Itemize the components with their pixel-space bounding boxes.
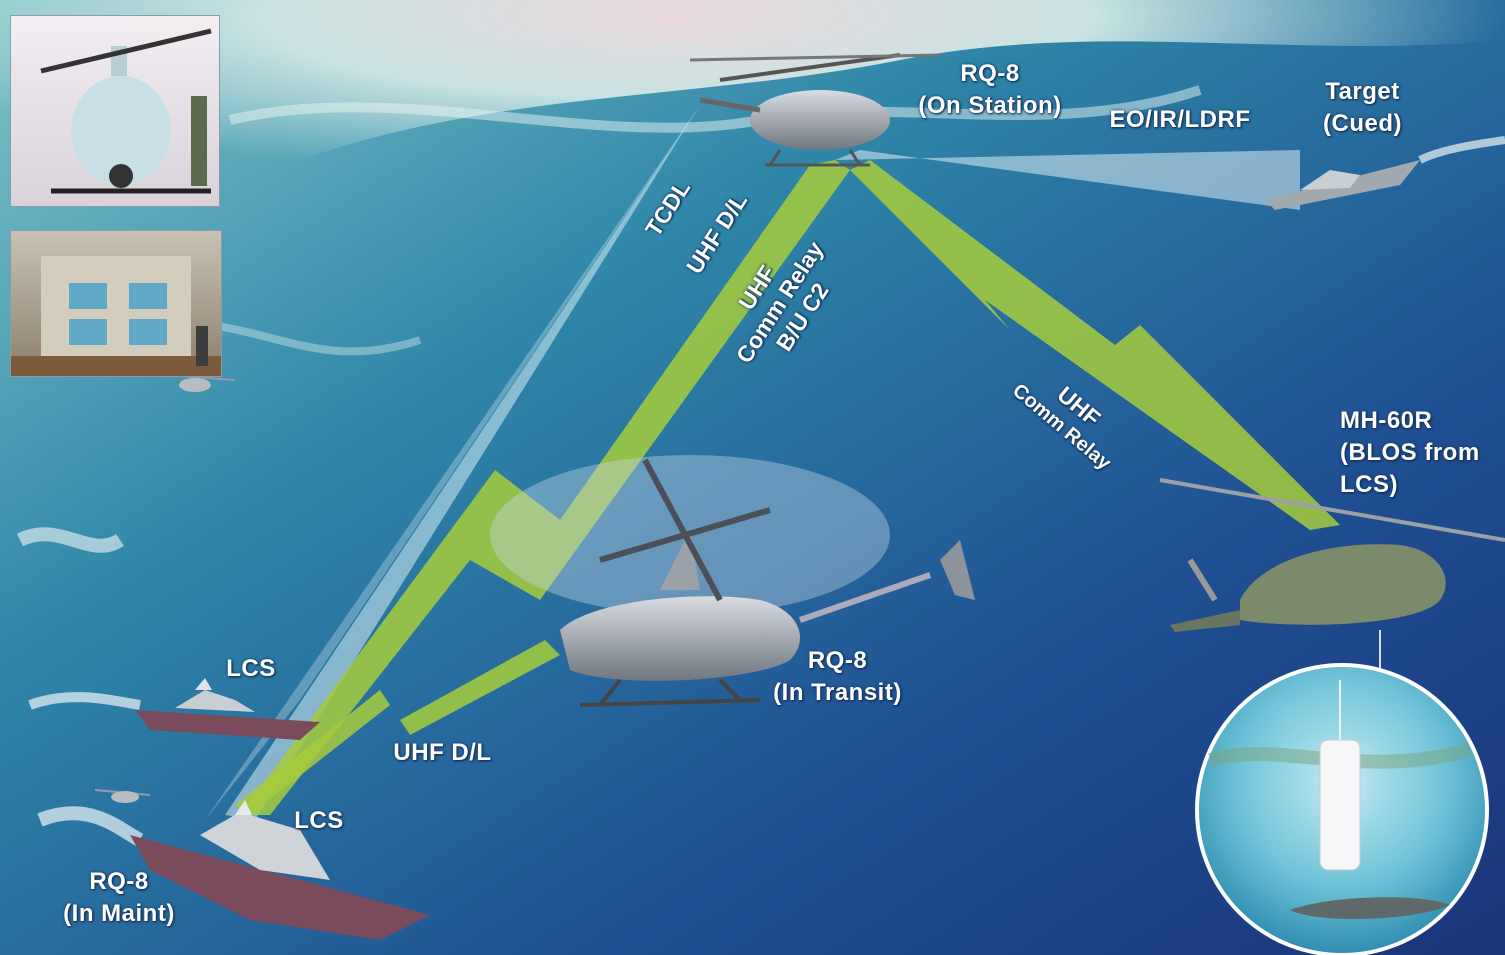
submarine-icon — [1290, 897, 1450, 920]
mh60r-label: MH-60R (BLOS from LCS) — [1340, 405, 1500, 501]
rq8-in-maint-line2: (In Maint) — [63, 900, 175, 927]
target-ship-icon — [1265, 136, 1505, 210]
mh60r-helicopter-icon — [1159, 478, 1505, 720]
rq8-in-transit-line2: (In Transit) — [773, 679, 902, 706]
lcs-upper-ship-icon — [28, 678, 320, 740]
mh60r-line2: (BLOS from — [1340, 439, 1480, 466]
lcs-upper-label: LCS — [226, 655, 276, 682]
mh60r-line1: MH-60R — [1340, 407, 1433, 434]
uhf-dl-lower-label: UHF D/L — [393, 739, 492, 766]
inset-helicopter-photo — [10, 15, 220, 207]
rq8-on-station-label: RQ-8 (On Station) — [905, 58, 1075, 122]
sonobuoy-bubble — [1195, 663, 1489, 955]
rq8-on-station-line2: (On Station) — [918, 92, 1062, 119]
eo-ir-beam — [835, 150, 1300, 210]
uhf-comm-relay-link — [850, 160, 1340, 530]
rq8-in-maint-line1: RQ-8 — [89, 868, 149, 895]
small-helicopter-icon — [94, 789, 151, 803]
rq8-in-transit-line1: RQ-8 — [807, 647, 868, 674]
rq8-on-station-helicopter-icon — [689, 53, 941, 167]
target-line1: Target — [1325, 78, 1400, 105]
lcs-lower-ship-icon — [37, 800, 430, 940]
sonobuoy-icon — [1319, 739, 1361, 871]
rq8-in-transit-label: RQ-8 (In Transit) — [755, 645, 920, 709]
target-line2: (Cued) — [1323, 110, 1402, 137]
control-room-icon — [11, 256, 221, 376]
mh60r-line3: LCS) — [1340, 471, 1398, 498]
lcs-lower-label: LCS — [294, 807, 344, 834]
target-label: Target (Cued) — [1305, 76, 1420, 140]
tcdl-beam — [225, 105, 700, 820]
shoreline — [0, 0, 1505, 300]
inset-control-room-photo — [10, 230, 222, 377]
rq8-on-station-line1: RQ-8 — [960, 60, 1020, 87]
helicopter-icon — [40, 28, 212, 194]
uhf-dl-lower-link — [235, 640, 560, 815]
uhf-dl-upper-link — [240, 160, 850, 815]
eo-ir-ldrf-label: EO/IR/LDRF — [1109, 106, 1251, 133]
rq8-in-maint-label: RQ-8 (In Maint) — [45, 866, 193, 930]
rq8-in-transit-helicopter-icon — [490, 455, 975, 707]
